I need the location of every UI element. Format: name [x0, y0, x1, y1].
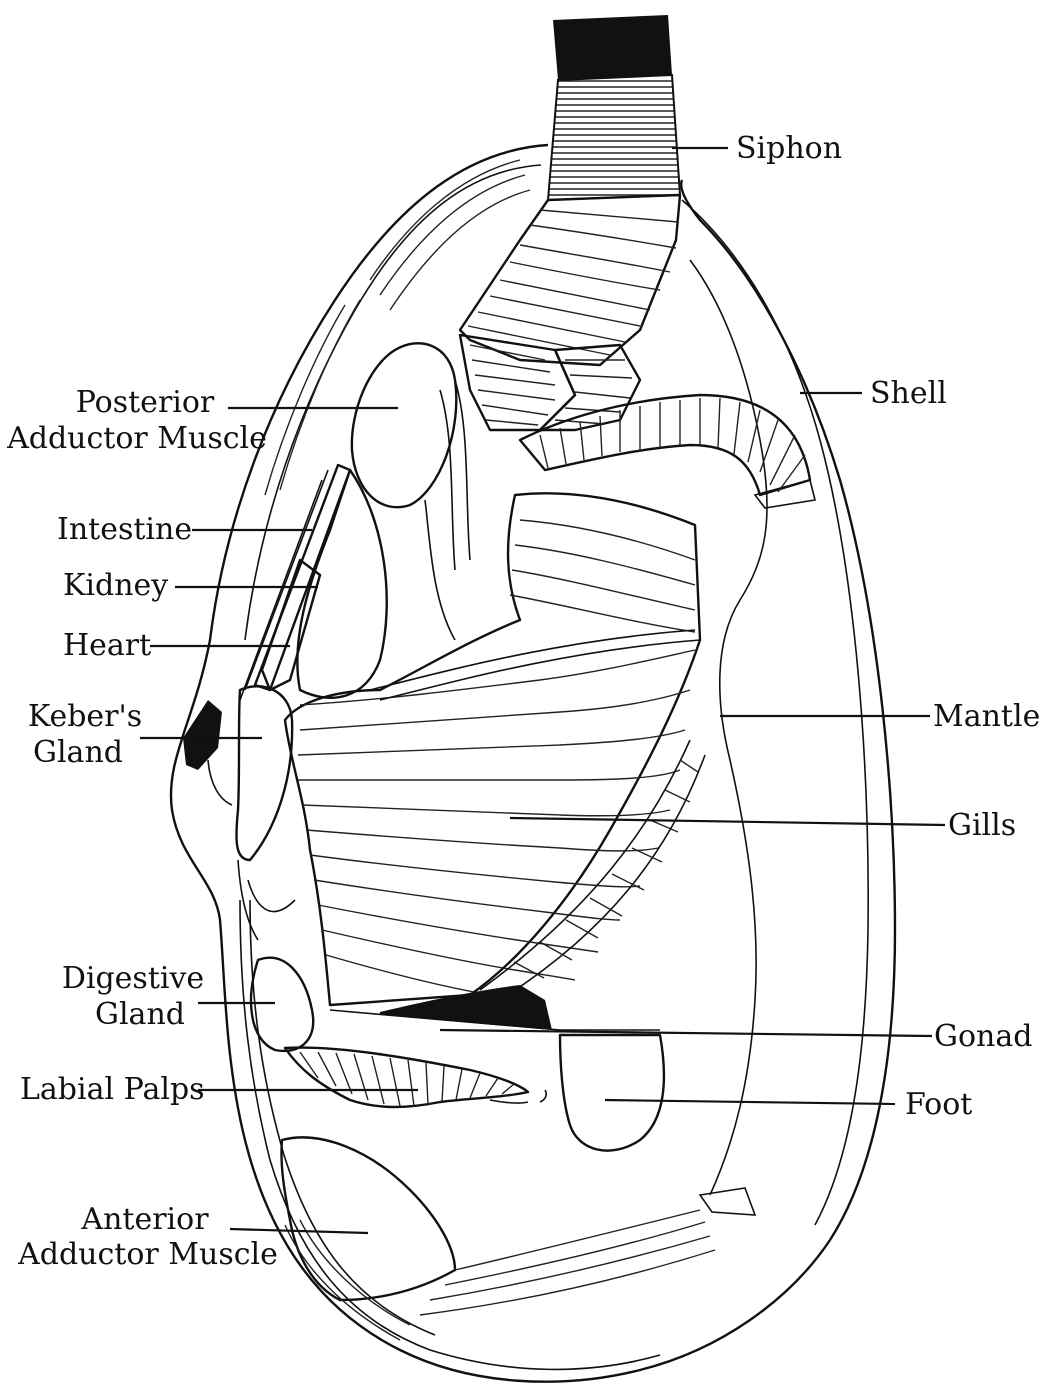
- label-heart: Heart: [63, 628, 151, 663]
- dorsal-shell-band: [265, 160, 530, 495]
- retractor-strand: [425, 380, 470, 640]
- label-gills: Gills: [948, 808, 1016, 843]
- kebers-gland: [183, 686, 292, 860]
- label-digestive-line1: Digestive: [62, 961, 204, 996]
- label-posterior-adductor-line1: Posterior: [76, 385, 215, 420]
- label-siphon: Siphon: [736, 131, 842, 166]
- foot: [560, 1035, 664, 1151]
- label-kebers-line2: Gland: [33, 735, 123, 770]
- labial-palps: [285, 1048, 546, 1107]
- label-labial-palps: Labial Palps: [20, 1072, 205, 1107]
- excurrent-channel: [520, 395, 815, 508]
- posterior-adductor-muscle: [352, 343, 456, 507]
- label-digestive-line2: Gland: [95, 997, 185, 1032]
- label-intestine: Intestine: [57, 512, 192, 547]
- shell-outline: [171, 145, 895, 1382]
- gonad: [330, 985, 660, 1030]
- mantle-outline: [690, 260, 767, 1215]
- label-anterior-adductor-line1: Anterior: [80, 1202, 209, 1237]
- label-foot: Foot: [905, 1087, 972, 1122]
- label-mantle: Mantle: [933, 699, 1040, 734]
- leader-lines: [140, 148, 945, 1233]
- kidney: [297, 470, 386, 698]
- siphon: [460, 15, 680, 365]
- label-kidney: Kidney: [63, 568, 168, 603]
- siphon-base: [460, 335, 640, 430]
- anterior-shell-band: [285, 1210, 715, 1340]
- digestive-gland: [238, 860, 313, 1051]
- label-kebers-line1: Keber's: [28, 699, 142, 734]
- label-gonad: Gonad: [934, 1019, 1032, 1054]
- gills: [285, 493, 705, 1005]
- label-shell: Shell: [870, 376, 947, 411]
- label-anterior-adductor-line2: Adductor Muscle: [17, 1237, 278, 1272]
- label-posterior-adductor-line2: Adductor Muscle: [6, 421, 267, 456]
